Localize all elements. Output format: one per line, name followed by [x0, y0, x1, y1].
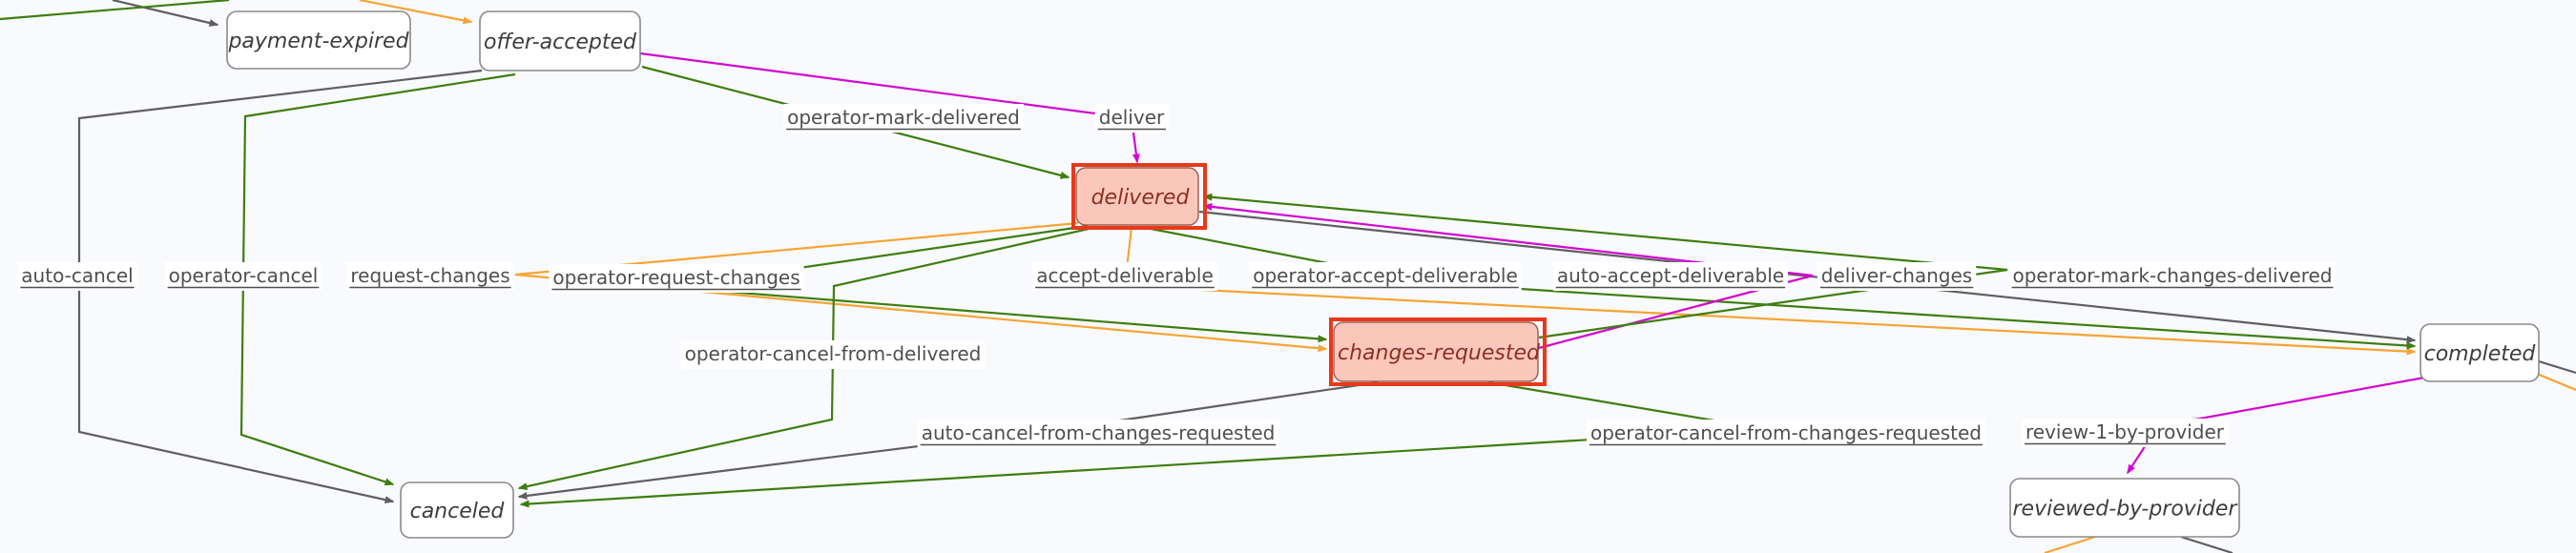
- edge-request-changes: [514, 221, 1328, 353]
- transition-label-text[interactable]: operator-mark-changes-delivered: [2013, 264, 2333, 287]
- transition-label-text[interactable]: operator-request-changes: [552, 266, 800, 289]
- state-node-label: delivered: [1091, 186, 1191, 210]
- state-node-completed[interactable]: completed: [2420, 323, 2540, 382]
- state-node-delivered[interactable]: delivered: [1071, 163, 1207, 230]
- active-state-highlight-frame: [1071, 163, 1207, 230]
- label-background: [1032, 262, 1217, 291]
- label-background: [1249, 262, 1522, 291]
- label-background: [2021, 419, 2229, 447]
- state-node-label: completed: [2424, 342, 2537, 366]
- state-node-payment-expired[interactable]: payment-expired: [226, 10, 411, 70]
- label-background: [17, 262, 137, 291]
- label-background: [783, 104, 1024, 133]
- edge-completed-out-top: [2538, 359, 2576, 375]
- transition-label-text[interactable]: operator-accept-deliverable: [1253, 264, 1518, 287]
- state-node-box[interactable]: [226, 10, 411, 70]
- transition-label-accept-deliverable[interactable]: accept-deliverable: [1032, 262, 1217, 291]
- transition-label-auto-accept-deliverable[interactable]: auto-accept-deliverable: [1552, 262, 1789, 291]
- transition-label-auto-cancel-from-changes-requested[interactable]: auto-cancel-from-changes-requested: [917, 420, 1279, 448]
- transition-label-text[interactable]: operator-mark-delivered: [787, 106, 1020, 129]
- label-background: [1094, 104, 1170, 133]
- transition-label-text[interactable]: operator-cancel: [169, 264, 319, 287]
- transition-label-text[interactable]: auto-cancel: [21, 264, 133, 287]
- label-background: [346, 262, 514, 291]
- edge-into-payment-expired: [112, 0, 219, 27]
- transition-label-request-changes[interactable]: request-changes: [346, 262, 514, 291]
- edge-reviewed-by-provider-out-left: [2044, 535, 2096, 553]
- label-background: [2008, 262, 2337, 291]
- transition-label-operator-mark-changes-delivered[interactable]: operator-mark-changes-delivered: [2008, 262, 2337, 291]
- state-node-label: canceled: [410, 500, 506, 523]
- transition-label-text[interactable]: accept-deliverable: [1036, 264, 1214, 287]
- state-node-box[interactable]: [2420, 323, 2540, 382]
- state-node-changes-requested[interactable]: changes-requested: [1329, 317, 1547, 386]
- transition-label-text[interactable]: deliver-changes: [1821, 264, 1972, 287]
- label-background: [1587, 420, 1985, 448]
- label-background: [1817, 262, 1977, 291]
- state-node-canceled[interactable]: canceled: [400, 481, 514, 539]
- state-node-label: reviewed-by-provider: [2013, 498, 2239, 522]
- transition-label-auto-cancel[interactable]: auto-cancel: [17, 262, 137, 291]
- edge-crossing-top-left: [0, 0, 230, 21]
- transition-label-text[interactable]: operator-cancel-from-changes-requested: [1590, 421, 1982, 444]
- transition-label-operator-accept-deliverable[interactable]: operator-accept-deliverable: [1249, 262, 1522, 291]
- transition-label-operator-request-changes[interactable]: operator-request-changes: [549, 264, 804, 293]
- transition-label-operator-cancel-from-changes-requested[interactable]: operator-cancel-from-changes-requested: [1587, 420, 1985, 448]
- state-node-label: changes-requested: [1338, 341, 1541, 365]
- state-node-label: payment-expired: [227, 30, 409, 53]
- transition-label-deliver[interactable]: deliver: [1094, 104, 1170, 133]
- edge-reviewed-by-provider-out-right: [2180, 535, 2233, 553]
- state-node-box[interactable]: [1075, 167, 1199, 226]
- active-state-highlight-frame: [1329, 317, 1547, 386]
- state-node-label: offer-accepted: [484, 31, 637, 54]
- state-node-box[interactable]: [2009, 478, 2240, 538]
- transition-label-text[interactable]: request-changes: [350, 264, 509, 287]
- edge-into-offer-accepted: [359, 0, 473, 25]
- state-node-offer-accepted[interactable]: offer-accepted: [479, 10, 641, 72]
- transition-label-operator-cancel-from-delivered: operator-cancel-from-delivered: [680, 340, 986, 369]
- transition-label-review-1-by-provider[interactable]: review-1-by-provider: [2021, 419, 2229, 447]
- state-node-box[interactable]: [479, 10, 641, 72]
- transition-label-deliver-changes[interactable]: deliver-changes: [1817, 262, 1977, 291]
- transition-label-operator-mark-delivered[interactable]: operator-mark-delivered: [783, 104, 1024, 133]
- label-background: [549, 264, 804, 293]
- edge-operator-mark-changes-delivered: [1202, 193, 2008, 339]
- state-node-box[interactable]: [400, 481, 514, 539]
- label-background: [680, 340, 986, 369]
- transition-label-text[interactable]: review-1-by-provider: [2025, 420, 2225, 443]
- state-node-reviewed-by-provider[interactable]: reviewed-by-provider: [2009, 478, 2240, 538]
- transition-label-text[interactable]: auto-cancel-from-changes-requested: [922, 421, 1276, 444]
- label-background: [164, 262, 322, 291]
- edge-completed-out-bottom: [2536, 372, 2576, 392]
- transition-label-text[interactable]: auto-accept-deliverable: [1557, 264, 1784, 287]
- label-background: [917, 420, 1279, 448]
- label-background: [1552, 262, 1789, 291]
- transition-label-text: operator-cancel-from-delivered: [685, 342, 982, 365]
- state-node-box[interactable]: [1333, 321, 1539, 382]
- transition-label-text[interactable]: deliver: [1099, 106, 1165, 129]
- transition-label-operator-cancel[interactable]: operator-cancel: [164, 262, 322, 291]
